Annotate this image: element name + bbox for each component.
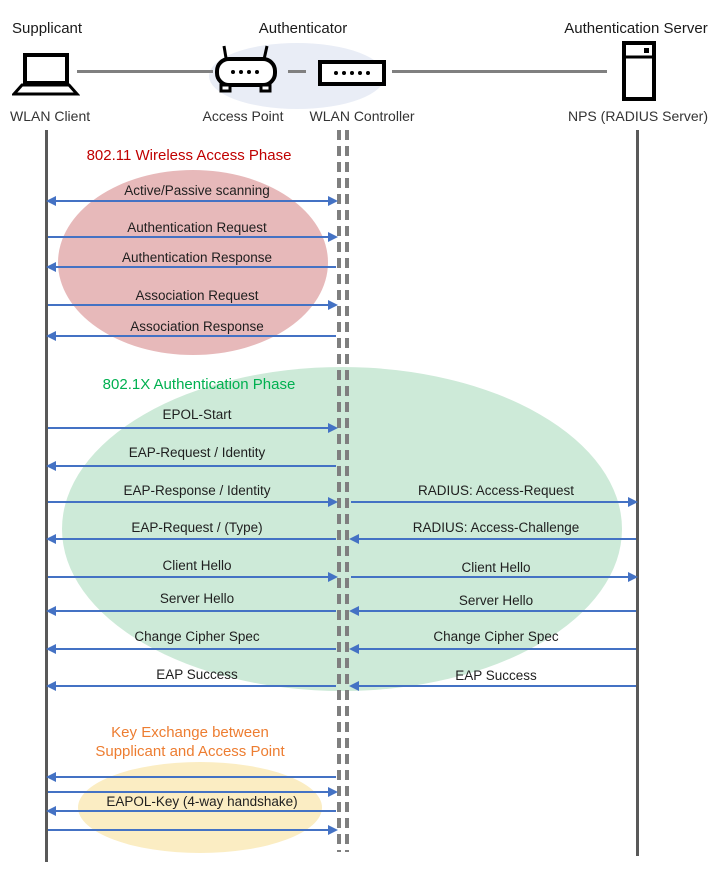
- phase2-title: 802.1X Authentication Phase: [102, 376, 296, 393]
- message-arrow: [46, 644, 336, 654]
- connector-line: [392, 70, 607, 73]
- message-label: Server Hello: [458, 593, 534, 608]
- message-label: Authentication Request: [127, 220, 267, 235]
- message-label: RADIUS: Access-Challenge: [412, 520, 580, 535]
- message-arrow: [46, 606, 336, 616]
- handshake-arrow: [48, 825, 338, 835]
- message-label: EPOL-Start: [162, 407, 232, 422]
- handshake-arrow: [48, 787, 338, 797]
- message-arrow: [351, 497, 638, 507]
- role-supplicant: Supplicant: [12, 20, 83, 37]
- device-nps-radius-server: NPS (RADIUS Server): [567, 108, 709, 124]
- role-authenticator: Authenticator: [258, 20, 348, 37]
- server-tower-icon: [622, 41, 656, 101]
- role-authentication-server: Authentication Server: [564, 20, 708, 37]
- message-arrow: [349, 681, 636, 691]
- message-label: Association Request: [135, 288, 259, 303]
- message-label: Server Hello: [159, 591, 235, 606]
- phase3-title-line2: Supplicant and Access Point: [95, 743, 285, 760]
- message-arrow: [46, 534, 336, 544]
- message-label: EAP Success: [455, 668, 537, 683]
- message-arrow: [46, 331, 336, 341]
- phase3-title-line1: Key Exchange between: [111, 724, 269, 741]
- device-wlan-client: WLAN Client: [10, 108, 91, 124]
- message-label: Association Response: [130, 319, 264, 334]
- message-arrow: [46, 461, 336, 471]
- device-access-point: Access Point: [202, 108, 284, 124]
- connector-line: [77, 70, 213, 73]
- message-label: Change Cipher Spec: [433, 629, 559, 644]
- message-arrow: [46, 196, 338, 206]
- message-arrow: [48, 300, 338, 310]
- connector-dash: [288, 70, 306, 73]
- phase2-ellipse: [62, 367, 622, 691]
- laptop-icon: [12, 53, 80, 96]
- message-arrow: [48, 497, 338, 507]
- message-label: RADIUS: Access-Request: [417, 483, 575, 498]
- message-arrow: [349, 644, 636, 654]
- handshake-arrow: [46, 772, 336, 782]
- handshake-arrow: [46, 806, 336, 816]
- message-label: EAP Success: [156, 667, 238, 682]
- message-arrow: [48, 232, 338, 242]
- message-arrow: [48, 572, 338, 582]
- message-label: EAP-Response / Identity: [123, 483, 271, 498]
- message-label: Authentication Response: [121, 250, 273, 265]
- message-arrow: [349, 606, 636, 616]
- wireless-router-icon: [215, 45, 277, 93]
- lifeline-authenticator-left: [337, 130, 341, 852]
- phase1-title: 802.11 Wireless Access Phase: [86, 147, 292, 164]
- message-label: Client Hello: [162, 558, 232, 573]
- handshake-label: EAPOL-Key (4-way handshake): [106, 794, 298, 809]
- message-label: EAP-Request / Identity: [128, 445, 266, 460]
- switch-icon: [318, 60, 386, 86]
- message-label: Change Cipher Spec: [134, 629, 260, 644]
- lifeline-authenticator-right: [345, 130, 349, 852]
- lifeline-radius-server: [636, 130, 639, 856]
- message-arrow: [351, 572, 638, 582]
- message-arrow: [46, 681, 336, 691]
- device-wlan-controller: WLAN Controller: [309, 108, 415, 124]
- message-label: Client Hello: [461, 560, 531, 575]
- message-label: EAP-Request / (Type): [131, 520, 263, 535]
- message-label: Active/Passive scanning: [124, 183, 270, 198]
- message-arrow: [48, 423, 338, 433]
- lifeline-wlan-client: [45, 130, 48, 862]
- message-arrow: [349, 534, 636, 544]
- message-arrow: [46, 262, 336, 272]
- phase3-title: Key Exchange between Supplicant and Acce…: [95, 723, 284, 761]
